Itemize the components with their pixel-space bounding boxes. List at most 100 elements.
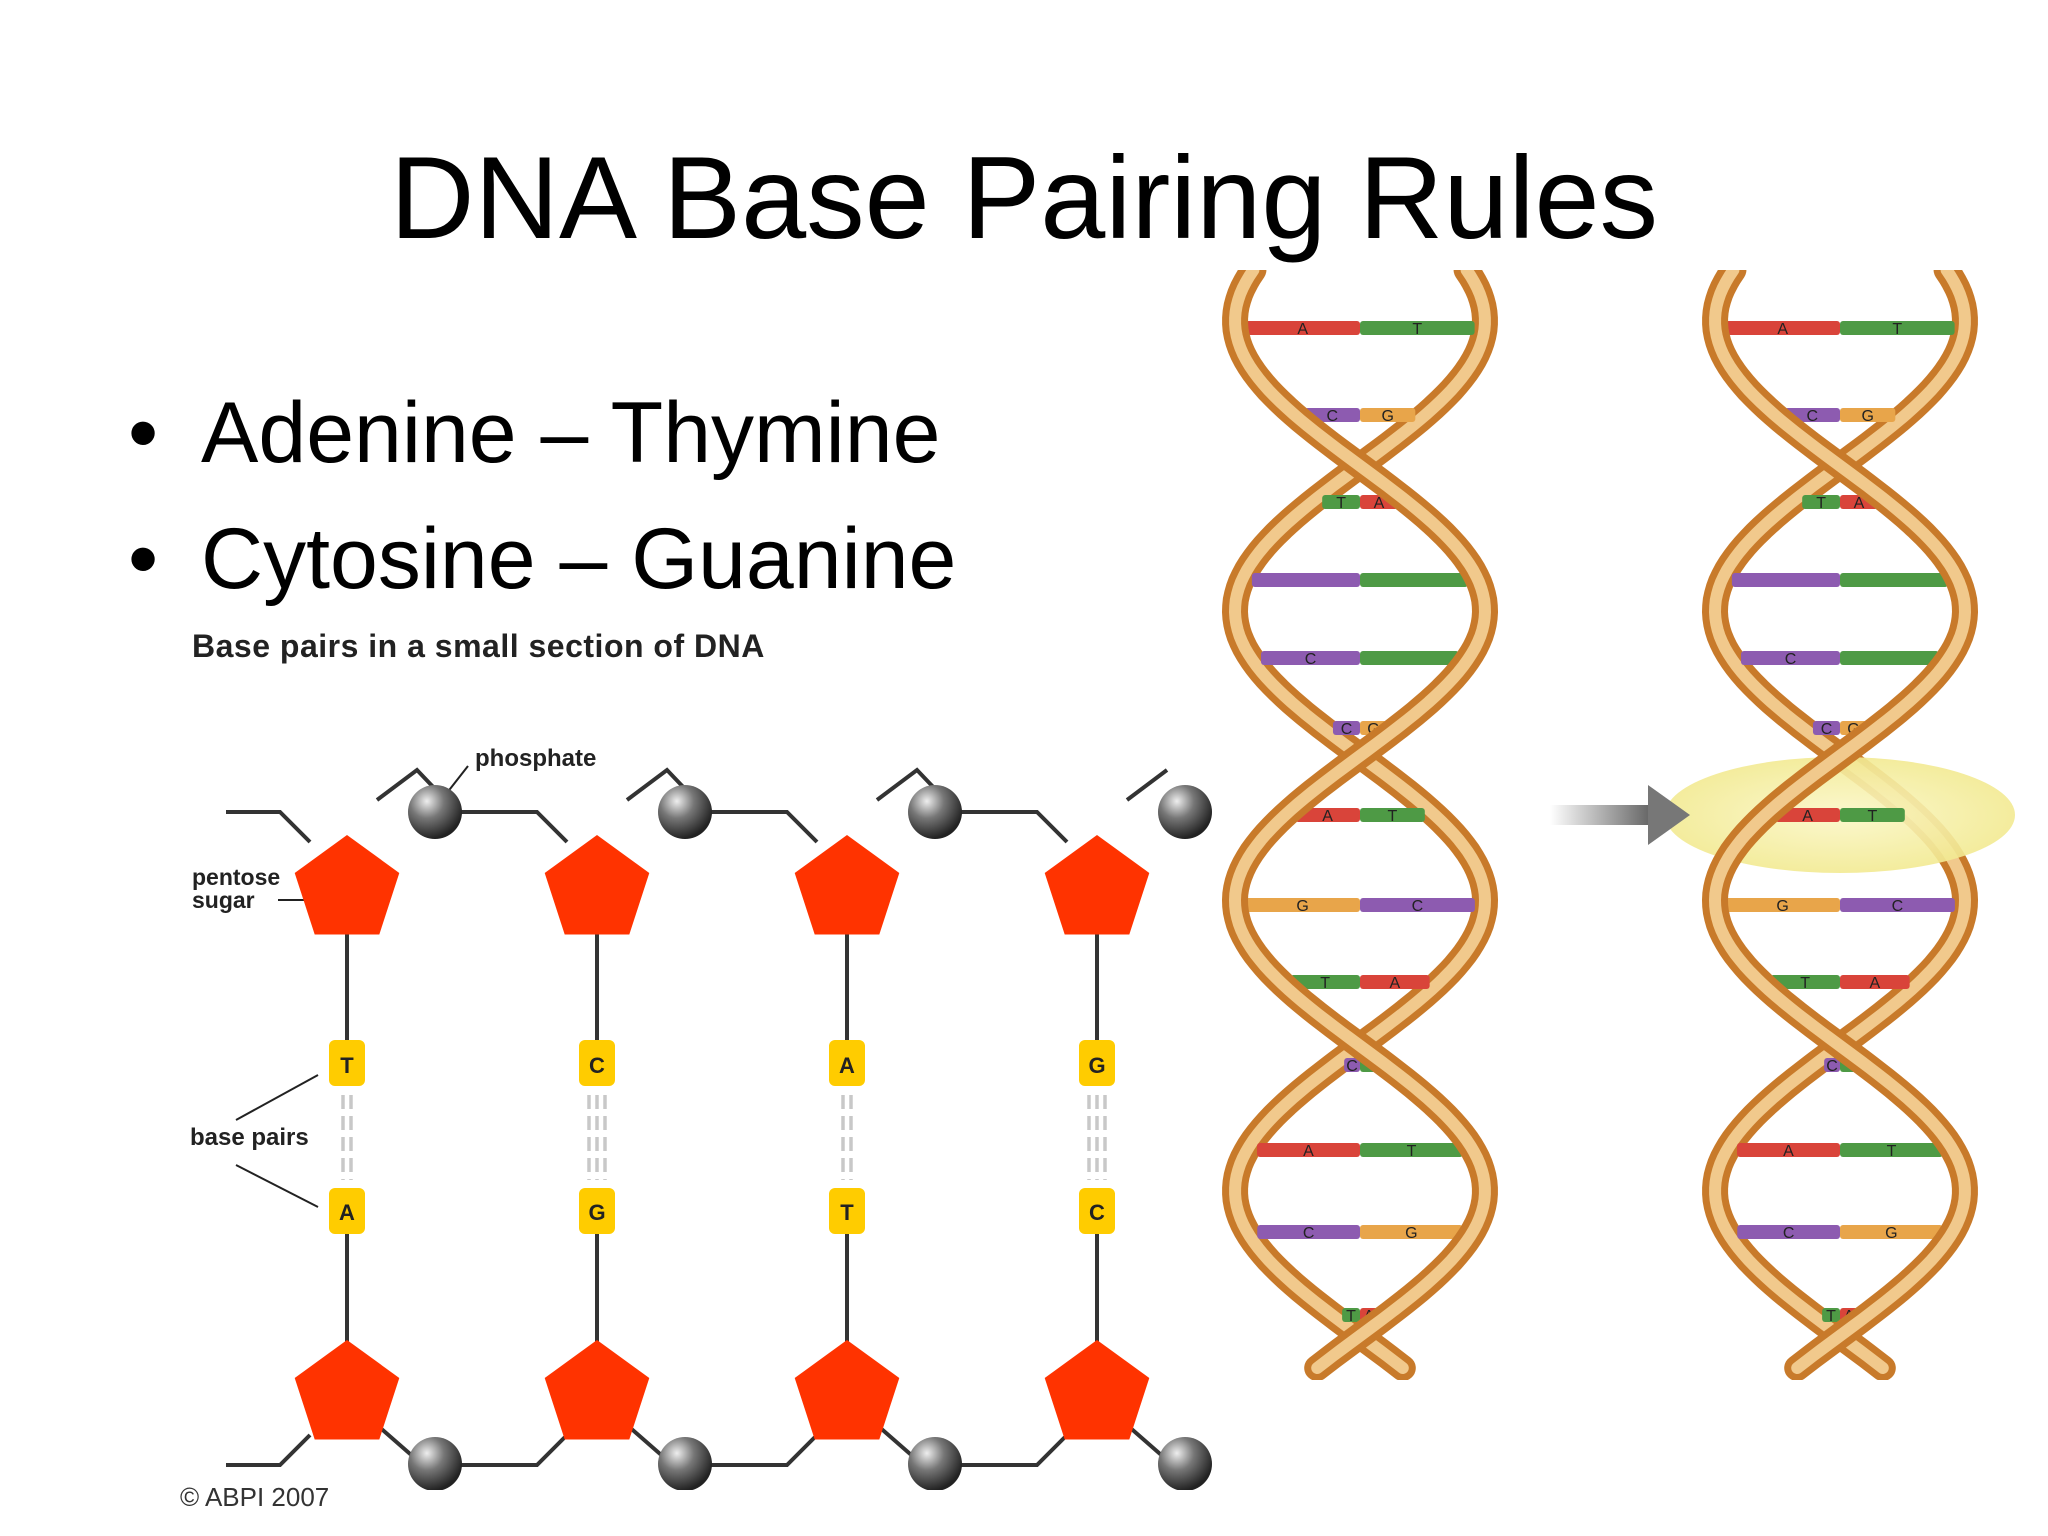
rung-right-letter: C [1412, 898, 1424, 915]
rung-left-letter: C [1821, 721, 1833, 738]
bullet-dot-icon: • [128, 385, 159, 481]
rung-right-base [1360, 808, 1425, 822]
base-pairs-label: base pairs [190, 1124, 309, 1151]
rung-left-base [1245, 321, 1360, 335]
phosphate-sphere [408, 1437, 462, 1490]
rung-left-base [1822, 1308, 1840, 1322]
rung-left-base [1812, 721, 1840, 735]
rung-right-base [1840, 408, 1896, 422]
rung-right-base [1840, 808, 1905, 822]
rung-right-letter: A [1389, 975, 1400, 992]
rung-right-base [1840, 975, 1910, 989]
rung-left-base [1824, 1058, 1840, 1072]
rung-left-letter: T [1816, 495, 1826, 512]
rung-left-letter: C [1346, 1058, 1358, 1075]
rung-left-letter: A [1322, 808, 1333, 825]
bullet-text: Cytosine – Guanine [201, 511, 957, 607]
base-pairs-pointer-line [235, 1164, 319, 1208]
base-block-bottom [829, 1188, 865, 1234]
phosphate-sphere [658, 1437, 712, 1490]
pentose-sugar [1044, 835, 1150, 935]
rung-right-base [1360, 408, 1416, 422]
rung-right-base [1840, 898, 1955, 912]
rung-left-letter: C [1327, 408, 1339, 425]
pentose-sugar-label-2: sugar [192, 887, 255, 913]
rung-right-letter: T [1868, 808, 1878, 825]
rung-right-letter: T [1388, 808, 1398, 825]
rung-left-letter: C [1305, 651, 1317, 668]
phosphate-sphere [908, 1437, 962, 1490]
bullet-list: • Adenine – Thymine •Cytosine – Guanine [128, 370, 956, 622]
rung-right-base [1840, 651, 1939, 665]
rung-left-base [1295, 808, 1360, 822]
rung-right-letter: T [1412, 321, 1422, 338]
base-letter-top: T [340, 1053, 354, 1078]
rung-right-letter: A [1374, 495, 1385, 512]
rung-left-letter: A [1783, 1143, 1794, 1160]
rung-right-letter: T [1407, 1143, 1417, 1160]
rung-right-base [1840, 573, 1949, 587]
rung-right-letter: C [1892, 898, 1904, 915]
rung-right-base [1360, 651, 1459, 665]
bullet-item: • Adenine – Thymine [128, 370, 956, 496]
rung-left-letter: C [1785, 651, 1797, 668]
base-pairs-pointer-line [235, 1074, 319, 1121]
rung-right-letter: A [1854, 495, 1865, 512]
rung-left-base [1731, 573, 1840, 587]
rung-right-letter: G [1405, 1225, 1417, 1242]
rung-right-base [1840, 1143, 1944, 1157]
rung-left-letter: A [1297, 321, 1308, 338]
rung-left-letter: A [1777, 321, 1788, 338]
rung-left-base [1322, 495, 1360, 509]
rung-right-base [1840, 321, 1955, 335]
phosphate-sphere [908, 785, 962, 839]
rung-left-letter: C [1341, 721, 1353, 738]
rung-left-base [1245, 898, 1360, 912]
arrow-head-icon [1648, 785, 1690, 845]
rung-right-base [1360, 573, 1469, 587]
base-letter-top: C [589, 1053, 605, 1078]
rung-right-base [1360, 1143, 1464, 1157]
arrow-shaft [1550, 805, 1650, 825]
rung-left-base [1332, 721, 1360, 735]
rung-right-base [1360, 898, 1475, 912]
rung-left-base [1775, 808, 1840, 822]
pentose-sugar [794, 1340, 900, 1440]
rung-left-base [1344, 1058, 1360, 1072]
rung-left-base [1725, 321, 1840, 335]
rung-left-letter: C [1826, 1058, 1838, 1075]
rung-right-letter: A [1869, 975, 1880, 992]
base-letter-bottom: A [339, 1200, 355, 1225]
base-block-top [1079, 1040, 1115, 1086]
copyright-text: © ABPI 2007 [180, 1482, 330, 1512]
rung-left-base [1741, 651, 1840, 665]
base-block-top [579, 1040, 615, 1086]
rung-left-letter: T [1346, 1308, 1356, 1325]
pentose-sugar [294, 835, 400, 935]
bullet-text: Adenine – Thymine [201, 385, 941, 481]
base-block-top [829, 1040, 865, 1086]
rung-left-base [1725, 898, 1840, 912]
rung-left-letter: T [1826, 1308, 1836, 1325]
rung-left-letter: C [1303, 1225, 1315, 1242]
helix-strand-highlight [1708, 270, 1972, 1374]
rung-left-base [1261, 651, 1360, 665]
rung-left-base [1251, 573, 1360, 587]
phosphate-sphere [408, 785, 462, 839]
rung-right-letter: T [1892, 321, 1902, 338]
rung-right-base [1360, 321, 1475, 335]
rung-right-letter: G [1885, 1225, 1897, 1242]
base-letter-bottom: T [840, 1200, 854, 1225]
phosphate-sphere [658, 785, 712, 839]
rung-left-base [1802, 495, 1840, 509]
helix-strand-highlight [1228, 270, 1492, 1374]
base-diagram-title: Base pairs in a small section of DNA [192, 628, 765, 664]
bullet-item: •Cytosine – Guanine [128, 496, 956, 622]
rung-left-letter: A [1802, 808, 1813, 825]
pentose-sugar-label: pentose [192, 864, 280, 890]
rung-right-letter: T [1887, 1143, 1897, 1160]
rung-left-letter: G [1296, 898, 1308, 915]
